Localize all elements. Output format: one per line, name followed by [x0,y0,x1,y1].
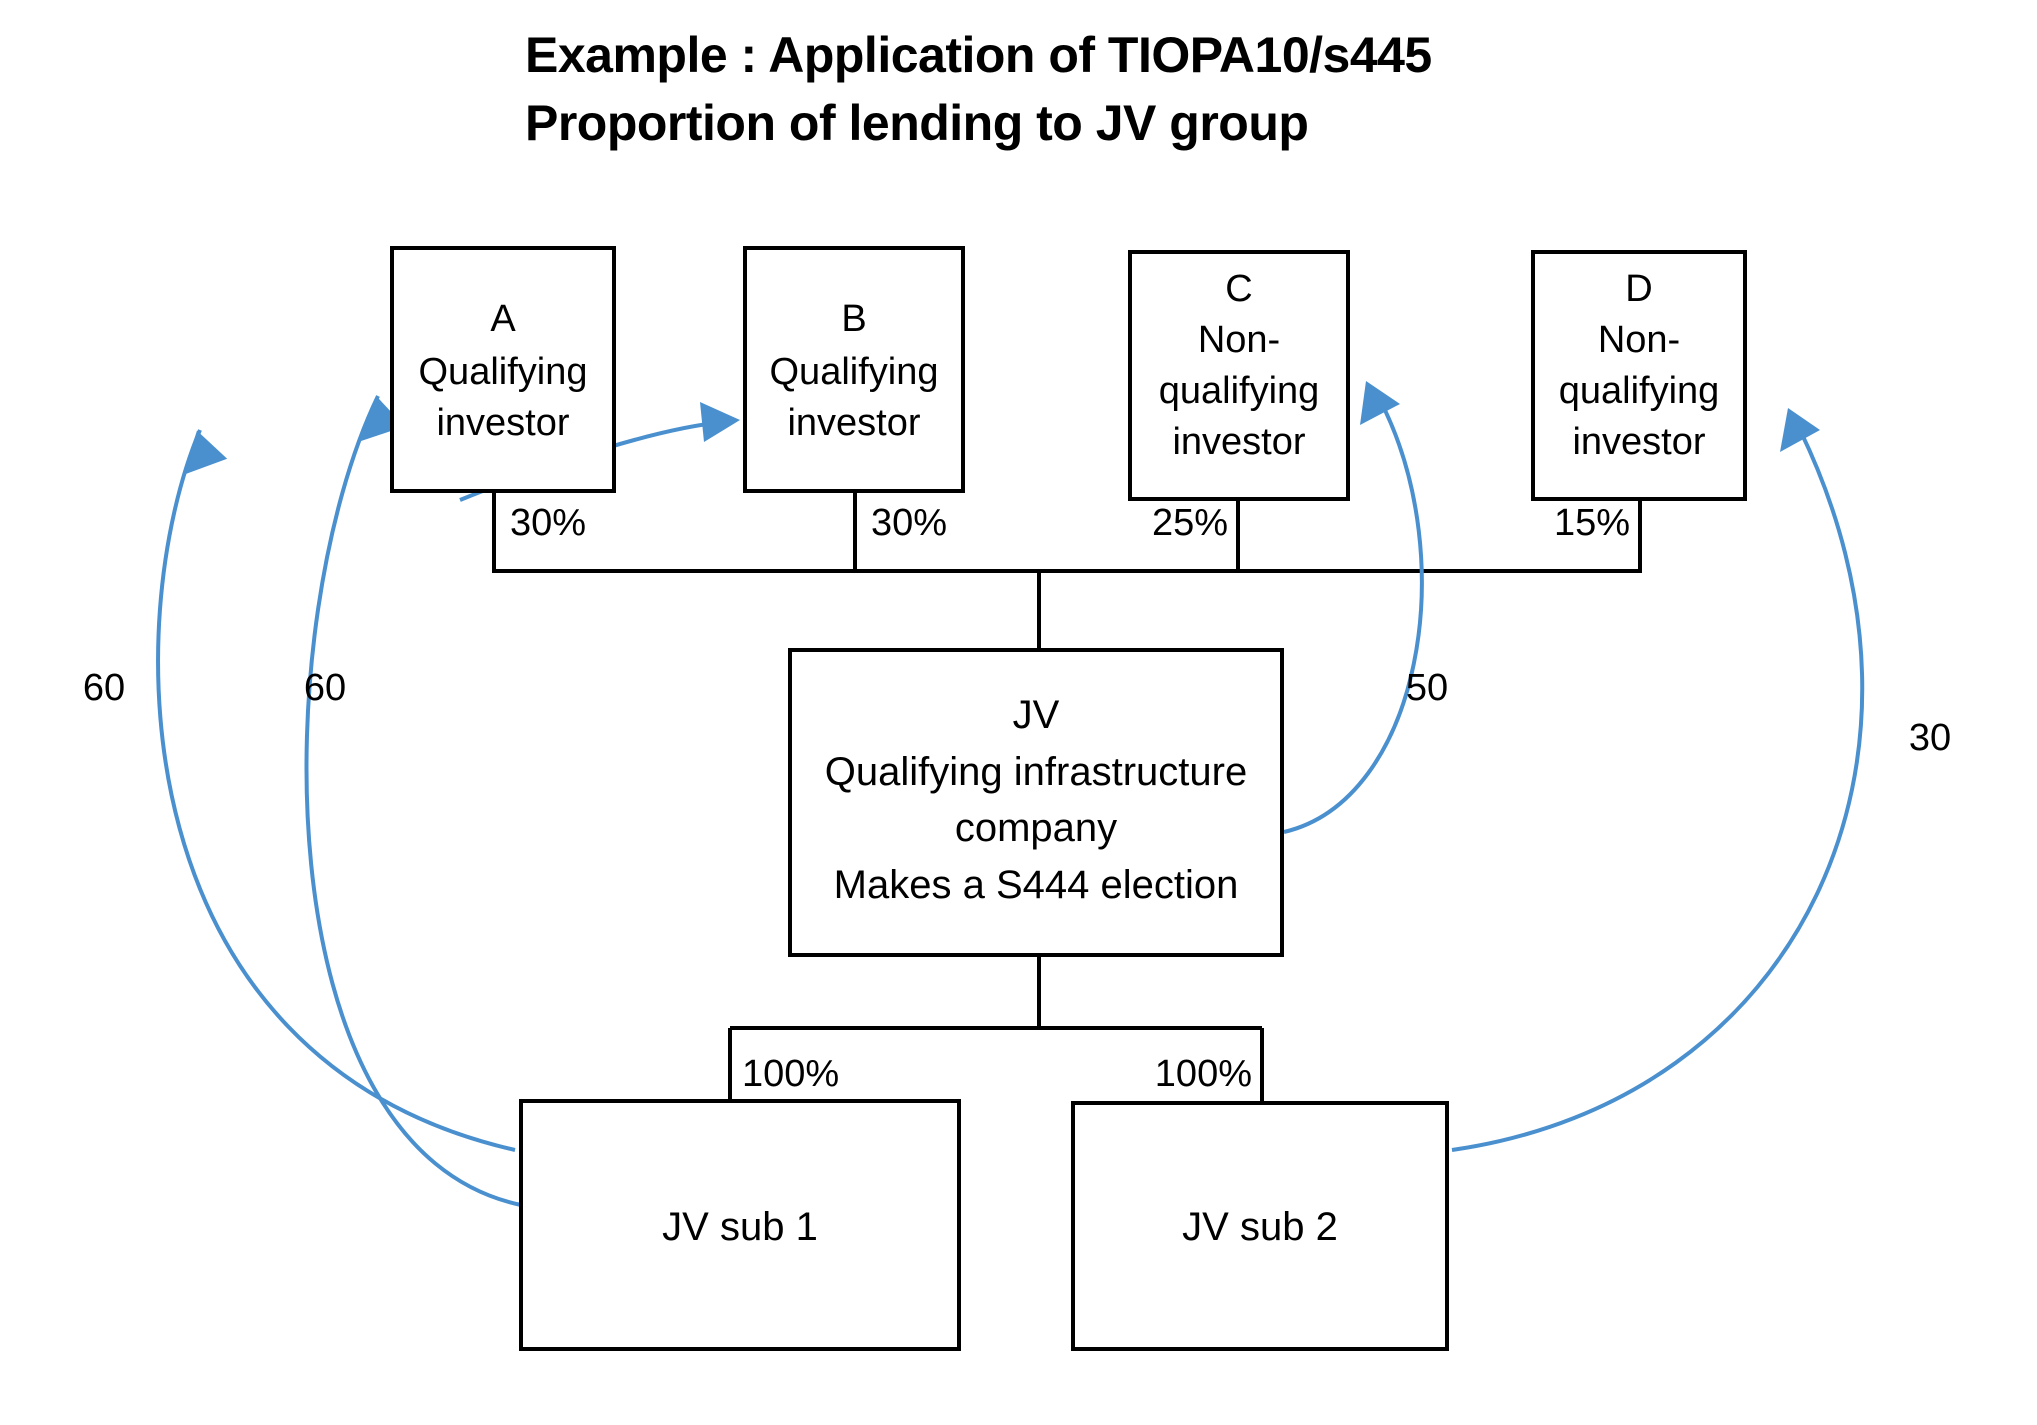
flow-arrowhead-inner-60 [359,396,405,442]
label-c-percent: 25% [1152,502,1228,544]
box-jv-line1: JV [1013,693,1060,737]
flow-arrowhead-outer-60 [183,430,228,476]
box-d-line2: Non- [1598,319,1680,361]
flow-curve-sub2-to-d [1451,429,1865,1152]
box-b-line2: Qualifying [770,351,939,393]
box-a-line1: A [490,298,516,340]
box-c-line3: qualifying [1159,370,1320,412]
box-c-line1: C [1225,268,1252,310]
label-a-percent: 30% [510,502,586,544]
box-d-line3: qualifying [1559,370,1720,412]
box-jv[interactable]: JV Qualifying infrastructure company Mak… [788,648,1284,957]
flow-curve-jv-to-c [1283,399,1424,834]
flow-curve-outer-60 [156,429,516,1152]
box-jv-sub-1-label: JV sub 1 [662,1205,818,1249]
flow-arrowhead-jv-to-c [1360,381,1400,425]
box-d[interactable]: D Non- qualifying investor [1531,250,1747,501]
flow-label-60-outer: 60 [83,667,125,709]
box-jv-line2: Qualifying infrastructure [825,750,1247,794]
box-c-line2: Non- [1198,319,1280,361]
box-b-line3: investor [787,402,920,444]
box-a-line2: Qualifying [419,351,588,393]
box-jv-line4: Makes a S444 election [834,863,1239,907]
box-b[interactable]: B Qualifying investor [743,246,965,493]
flow-label-60-inner: 60 [304,667,346,709]
title-line-1: Example : Application of TIOPA10/s445 [525,27,1432,83]
box-c[interactable]: C Non- qualifying investor [1128,250,1350,501]
label-d-percent: 15% [1554,502,1630,544]
label-sub2-percent: 100% [1155,1053,1252,1095]
box-b-line1: B [841,298,866,340]
flow-arrowhead-sub2-to-d [1780,408,1820,452]
box-c-rect [1128,250,1350,501]
box-jv-sub-2-rect [1071,1101,1449,1351]
title-line-2: Proportion of lending to JV group [525,95,1308,151]
box-d-line1: D [1625,268,1652,310]
box-d-line4: investor [1572,421,1705,463]
box-jv-sub-2[interactable]: JV sub 2 [1071,1101,1449,1351]
box-a-rect [390,246,616,493]
box-jv-sub-2-label: JV sub 2 [1182,1205,1338,1249]
box-b-rect [743,246,965,493]
flow-label-30: 30 [1909,717,1951,759]
box-jv-rect [788,648,1284,957]
flow-arrowhead-a-to-b [700,402,740,442]
flow-label-50: 50 [1406,667,1448,709]
box-a[interactable]: A Qualifying investor [390,246,616,493]
box-d-rect [1531,250,1747,501]
label-b-percent: 30% [871,502,947,544]
flow-curve-inner-60 [304,395,522,1207]
label-sub1-percent: 100% [742,1053,839,1095]
box-a-line3: investor [436,402,569,444]
box-jv-sub-1-rect [519,1099,961,1351]
box-c-line4: investor [1172,421,1305,463]
box-jv-line3: company [955,806,1117,850]
box-jv-sub-1[interactable]: JV sub 1 [519,1099,961,1351]
